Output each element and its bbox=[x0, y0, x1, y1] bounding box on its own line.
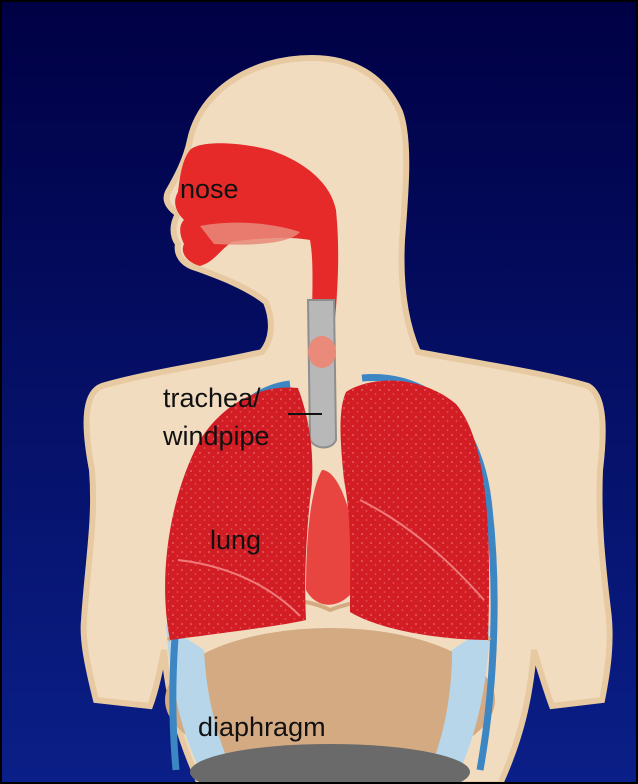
trachea-tube bbox=[308, 300, 336, 448]
label-nose: nose bbox=[180, 175, 239, 204]
label-lung: lung bbox=[210, 526, 261, 555]
larynx bbox=[308, 336, 336, 368]
label-trachea-line1: trachea/ bbox=[163, 384, 261, 413]
label-trachea-line2: windpipe bbox=[163, 422, 270, 451]
label-diaphragm: diaphragm bbox=[198, 713, 326, 742]
